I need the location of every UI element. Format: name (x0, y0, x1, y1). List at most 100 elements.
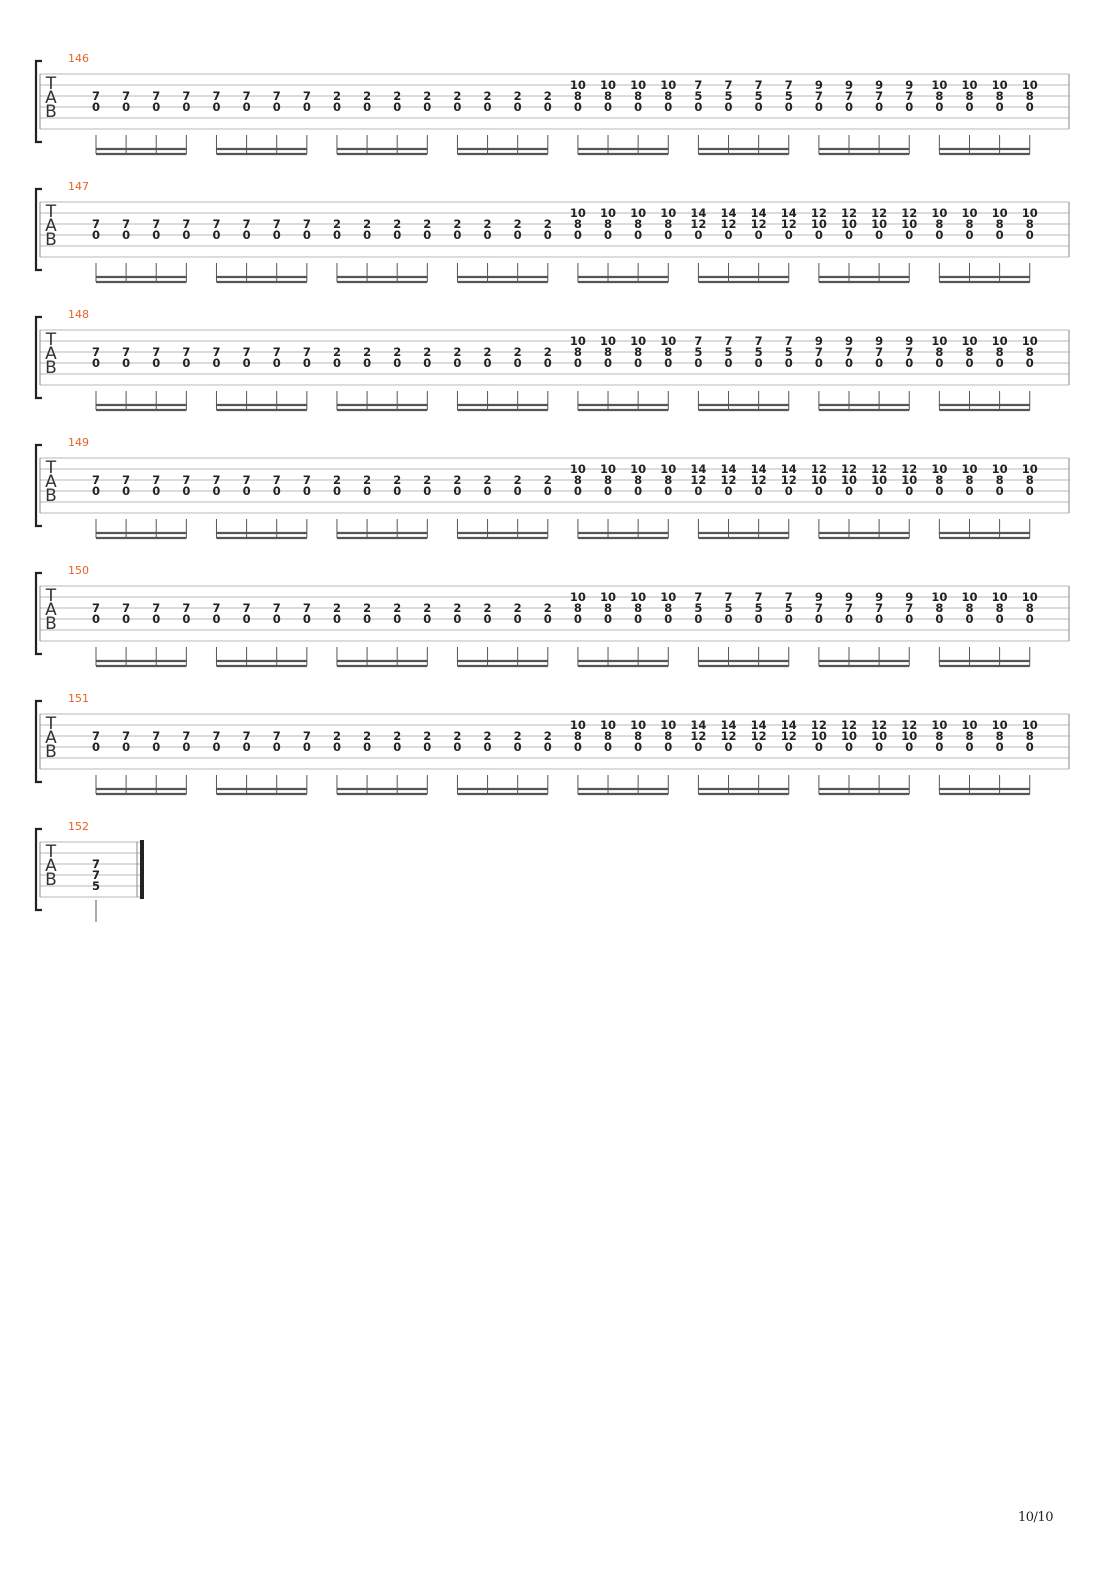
fret-number: 12 (901, 718, 917, 732)
fret-number: 8 (664, 729, 672, 743)
fret-number: 0 (182, 484, 190, 498)
fret-number: 7 (303, 345, 311, 359)
fret-number: 7 (182, 601, 190, 615)
fret-number: 9 (875, 78, 883, 92)
fret-number: 10 (630, 334, 646, 348)
fret-number: 8 (604, 89, 612, 103)
fret-number: 14 (751, 718, 767, 732)
fret-number: 5 (755, 89, 763, 103)
fret-number: 0 (544, 100, 552, 114)
tab-clef-letter: A (45, 728, 57, 748)
fret-number: 2 (514, 345, 522, 359)
fret-number: 7 (694, 334, 702, 348)
fret-number: 0 (815, 740, 823, 754)
fret-number: 7 (212, 217, 220, 231)
fret-number: 14 (690, 462, 706, 476)
fret-number: 0 (996, 612, 1004, 626)
fret-number: 10 (961, 462, 977, 476)
system-bracket (34, 59, 42, 144)
fret-number: 8 (574, 729, 582, 743)
fret-number: 10 (1022, 78, 1038, 92)
fret-number: 10 (660, 78, 676, 92)
fret-number: 7 (785, 334, 793, 348)
fret-number: 5 (785, 601, 793, 615)
fret-number: 0 (725, 100, 733, 114)
fret-number: 10 (600, 718, 616, 732)
fret-number: 14 (721, 206, 737, 220)
fret-number: 7 (725, 590, 733, 604)
fret-number: 10 (570, 334, 586, 348)
fret-number: 12 (721, 217, 737, 231)
fret-number: 10 (871, 217, 887, 231)
fret-number: 0 (393, 228, 401, 242)
fret-number: 9 (905, 78, 913, 92)
fret-number: 10 (931, 590, 947, 604)
fret-number: 7 (92, 857, 100, 871)
fret-number: 0 (905, 612, 913, 626)
fret-number: 2 (363, 473, 371, 487)
fret-number: 0 (935, 612, 943, 626)
fret-number: 2 (544, 601, 552, 615)
fret-number: 12 (690, 729, 706, 743)
fret-number: 0 (694, 484, 702, 498)
system-bracket (34, 571, 42, 656)
fret-number: 0 (423, 228, 431, 242)
fret-number: 0 (1026, 740, 1034, 754)
fret-number: 7 (755, 334, 763, 348)
fret-number: 5 (92, 879, 100, 893)
fret-number: 8 (996, 89, 1004, 103)
fret-number: 0 (664, 740, 672, 754)
fret-number: 7 (273, 345, 281, 359)
fret-number: 7 (152, 345, 160, 359)
fret-number: 10 (961, 206, 977, 220)
system-bracket (34, 187, 42, 272)
fret-number: 0 (212, 484, 220, 498)
fret-number: 7 (243, 345, 251, 359)
fret-number: 7 (212, 729, 220, 743)
fret-number: 8 (634, 473, 642, 487)
fret-number: 0 (815, 356, 823, 370)
fret-number: 0 (604, 228, 612, 242)
fret-number: 7 (92, 868, 100, 882)
fret-number: 2 (333, 601, 341, 615)
fret-number: 12 (811, 206, 827, 220)
fret-number: 8 (965, 601, 973, 615)
fret-number: 0 (785, 356, 793, 370)
fret-number: 10 (660, 718, 676, 732)
fret-number: 0 (574, 228, 582, 242)
fret-number: 8 (965, 217, 973, 231)
fret-number: 0 (935, 356, 943, 370)
fret-number: 8 (664, 473, 672, 487)
fret-number: 7 (845, 345, 853, 359)
fret-number: 2 (484, 729, 492, 743)
fret-number: 10 (630, 718, 646, 732)
fret-number: 0 (182, 740, 190, 754)
fret-number: 12 (841, 206, 857, 220)
fret-number: 12 (841, 462, 857, 476)
fret-number: 0 (634, 484, 642, 498)
fret-number: 7 (875, 601, 883, 615)
system-bracket (34, 699, 42, 784)
fret-number: 7 (243, 89, 251, 103)
fret-number: 0 (152, 228, 160, 242)
fret-number: 7 (92, 89, 100, 103)
fret-number: 10 (570, 590, 586, 604)
fret-number: 0 (92, 484, 100, 498)
fret-number: 0 (423, 740, 431, 754)
fret-number: 0 (122, 612, 130, 626)
fret-number: 10 (992, 78, 1008, 92)
fret-number: 0 (875, 740, 883, 754)
fret-number: 7 (243, 729, 251, 743)
fret-number: 0 (182, 612, 190, 626)
fret-number: 0 (634, 228, 642, 242)
fret-number: 12 (721, 729, 737, 743)
measure-number: 148 (68, 308, 89, 321)
fret-number: 2 (544, 89, 552, 103)
fret-number: 0 (905, 100, 913, 114)
fret-number: 9 (905, 590, 913, 604)
measure-number: 151 (68, 692, 89, 705)
fret-number: 10 (570, 462, 586, 476)
fret-number: 14 (781, 462, 797, 476)
fret-number: 7 (303, 729, 311, 743)
fret-number: 0 (785, 612, 793, 626)
